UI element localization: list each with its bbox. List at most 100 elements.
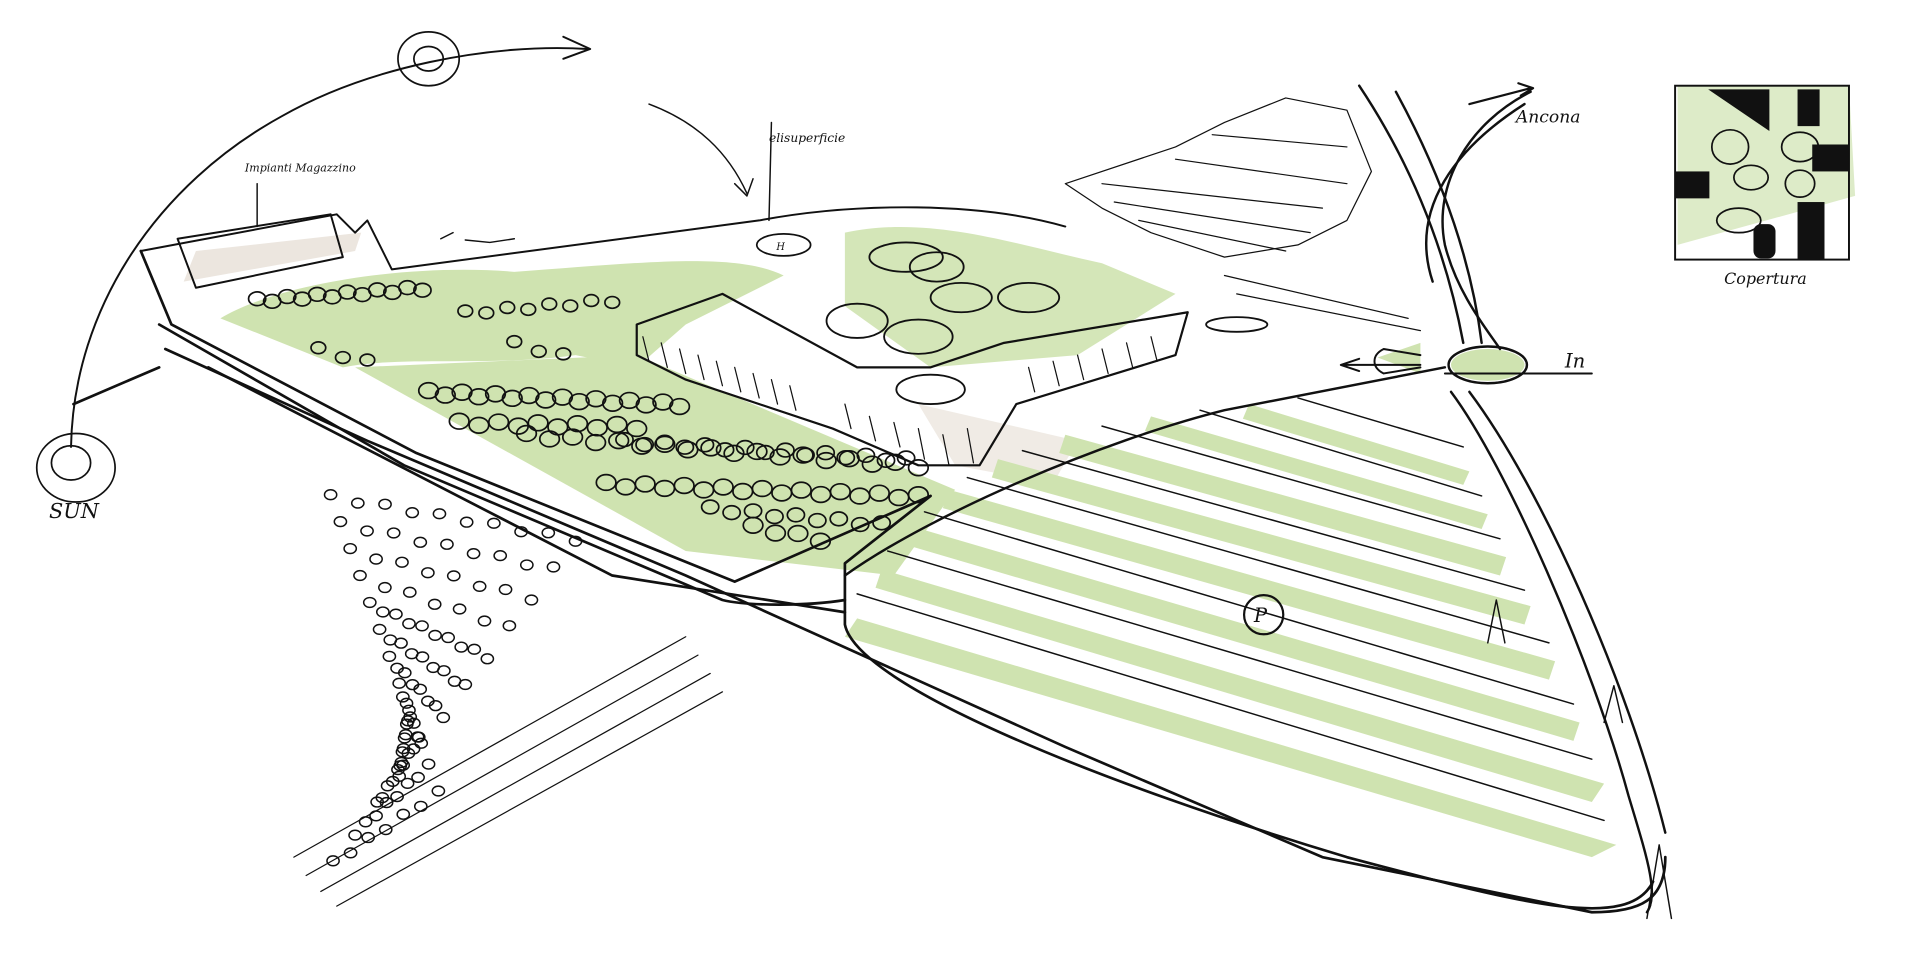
tree: [566, 414, 589, 433]
tree: [769, 448, 791, 466]
roundabout: [1447, 345, 1529, 385]
tree: [448, 412, 470, 430]
tree: [360, 525, 374, 537]
tree: [468, 416, 490, 435]
tree: [722, 504, 742, 521]
tree: [480, 653, 495, 665]
tree: [353, 569, 367, 582]
tree: [515, 424, 538, 443]
tree: [399, 697, 414, 709]
field-rows: P: [856, 397, 1673, 920]
tree: [378, 498, 392, 510]
tree: [411, 771, 425, 784]
sun-start-icon: [35, 432, 116, 503]
tree: [764, 524, 787, 542]
tree: [502, 620, 517, 632]
tree: [595, 473, 617, 492]
tree: [742, 516, 764, 535]
site-roads: H: [72, 82, 1667, 914]
tree: [431, 785, 446, 797]
tree: [375, 606, 390, 618]
tree: [396, 808, 411, 820]
tree: [816, 444, 836, 461]
tree: [414, 737, 429, 749]
tree: [712, 478, 734, 496]
tree: [394, 637, 408, 649]
tree: [378, 823, 393, 836]
tree: [561, 428, 584, 446]
tree: [786, 507, 806, 523]
tree: [487, 413, 510, 431]
existing-town: [1064, 97, 1422, 332]
green-areas: [220, 85, 1856, 858]
tree: [907, 486, 930, 504]
tree: [626, 419, 648, 438]
tree: [675, 439, 695, 455]
svg-text:H: H: [775, 242, 785, 253]
tree: [775, 442, 795, 458]
tree: [397, 279, 417, 296]
tree: [380, 780, 395, 792]
tree: [421, 567, 435, 579]
tree: [413, 536, 428, 548]
tree: [585, 433, 607, 452]
warehouse-label: Impianti Magazzino: [244, 161, 356, 174]
tree: [655, 434, 675, 450]
tree: [459, 516, 474, 528]
tree: [568, 535, 583, 547]
roof-plan-label: Copertura: [1724, 269, 1807, 288]
tree: [466, 547, 481, 560]
tree: [428, 629, 442, 642]
tree: [369, 553, 383, 565]
tree: [396, 691, 410, 703]
tree: [896, 450, 916, 466]
tree: [809, 532, 832, 550]
tree: [402, 586, 417, 598]
tree: [399, 718, 414, 730]
tree: [790, 481, 812, 499]
tree: [602, 394, 624, 412]
tree: [723, 444, 745, 463]
tree: [247, 291, 267, 307]
tree: [333, 516, 348, 528]
tree: [538, 430, 561, 448]
tree: [787, 524, 809, 543]
tree: [434, 386, 456, 404]
tree: [792, 446, 814, 464]
tree: [487, 517, 501, 529]
tree: [359, 353, 376, 367]
tree: [382, 650, 397, 662]
tree: [413, 282, 432, 298]
tree: [401, 747, 416, 759]
tree: [427, 598, 442, 610]
tree: [555, 347, 572, 361]
tree: [514, 526, 528, 538]
tree: [501, 389, 523, 408]
tree: [751, 479, 773, 498]
tree: [468, 388, 490, 406]
tree: [379, 796, 394, 809]
tree: [673, 476, 695, 495]
tree: [362, 596, 377, 609]
tree: [343, 847, 358, 859]
tree: [391, 763, 405, 776]
tree: [337, 284, 357, 300]
tree: [310, 341, 327, 355]
tree: [541, 297, 558, 311]
tree: [524, 594, 539, 606]
tree: [568, 392, 590, 411]
tree: [807, 512, 827, 529]
tree: [367, 282, 387, 298]
tree: [405, 507, 420, 519]
sun-end-icon: [397, 30, 461, 87]
trees: [247, 279, 930, 550]
tree: [415, 651, 430, 663]
tree: [562, 299, 579, 313]
tree: [815, 451, 837, 470]
tree: [395, 556, 409, 568]
tree: [856, 447, 876, 464]
tree: [796, 447, 815, 463]
tree: [836, 449, 856, 466]
tree: [477, 615, 492, 627]
